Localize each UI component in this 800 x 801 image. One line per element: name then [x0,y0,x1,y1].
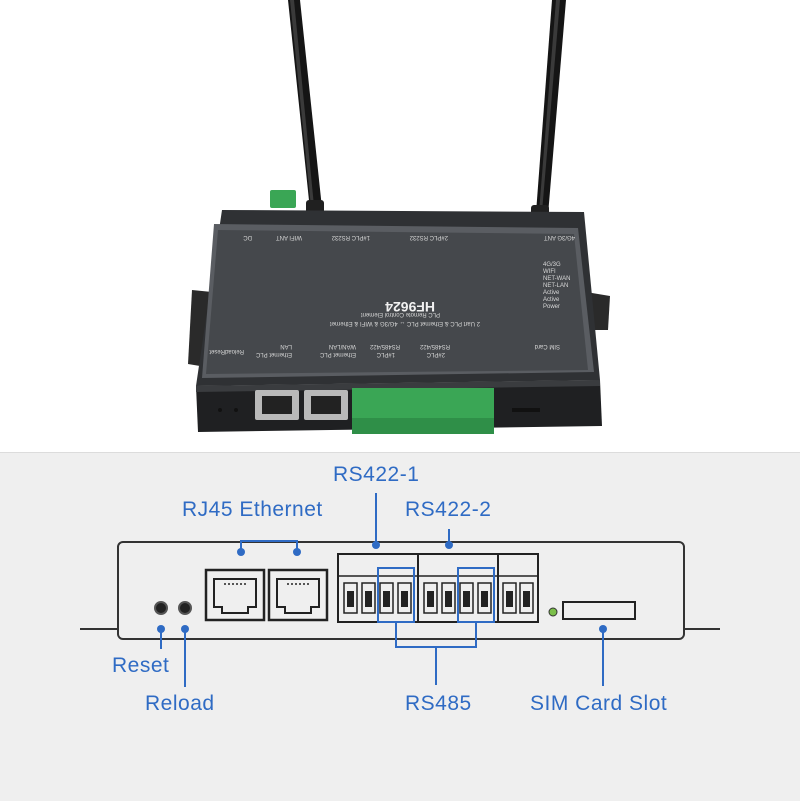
sim-card-slot [562,601,636,620]
rj45-callout-line [240,540,298,552]
diagram-svg [80,493,720,687]
top-panel-labels: 4G/3G ANT 2#PLC RS232 1#PLC RS232 WIFI A… [209,234,575,357]
front-panel-diagram: RS422-1 RJ45 Ethernet RS422-2 Reset Relo… [0,452,800,801]
left-antenna [288,0,324,218]
reload-label: Reload [145,692,215,715]
reset-hole [154,601,168,615]
rs422-2-label: RS422-2 [405,498,492,521]
callout-lines [160,493,604,687]
label-rs485-2: RS485/422 [419,343,450,349]
sim-card-slot-label: SIM Card Slot [530,692,668,715]
led-label: NET-LAN [543,283,568,289]
label-rs485-2-plc: 2#PLC [426,351,445,357]
terminal-block-power [497,553,539,623]
label-reset: Reset [209,348,225,354]
rj45-label: RJ45 Ethernet [182,498,323,521]
model-name: HF9624 [385,299,435,315]
label-rs232-2: 2#PLC RS232 [409,234,448,240]
device-front-outline [117,541,685,640]
label-dc: DC [243,234,252,240]
rj45-port-lan [204,568,266,622]
device-photo-svg: 4G/3G ANT 2#PLC RS232 1#PLC RS232 WIFI A… [188,0,610,434]
label-lan-plc: Ethernet PLC [255,351,292,357]
reload-hole [178,601,192,615]
rj45-port-wan [267,568,329,622]
led-label: Active [543,290,560,296]
led-label: Power [543,304,560,310]
status-led [548,607,558,617]
label-4g-ant: 4G/3G ANT [544,234,575,240]
rs422-1-label: RS422-1 [333,463,420,486]
reset-label: Reset [112,654,170,677]
photo-terminal-block [352,388,494,434]
led-label: WIFI [543,269,556,275]
rs485-label: RS485 [405,692,472,715]
label-wan-plc: Ethernet PLC [319,351,356,357]
dc-terminal [270,190,296,208]
label-wan-lan: WAN/LAN [329,343,356,349]
led-label: NET-WAN [543,276,570,282]
label-reload: Reload [225,348,244,354]
label-rs485-1: RS485/422 [369,343,400,349]
led-labels: 4G/3G WIFI NET-WAN NET-LAN Active Active… [543,262,570,310]
label-lan: LAN [280,343,292,349]
label-wifi-ant: WIFI ANT [276,234,302,240]
led-label: Active [543,297,560,303]
model-subtitle: PLC Remote Control Element [361,311,440,317]
photo-sim-slot [512,408,540,412]
right-antenna [531,0,566,223]
label-rs485-1-plc: 1#PLC [376,351,395,357]
device-photo: 4G/3G ANT 2#PLC RS232 1#PLC RS232 WIFI A… [188,0,610,434]
label-sim-card: SIM Card [535,343,560,349]
model-features: 2 Uart PLC & Ethernet PLC ↔ 4G/3G & WIFI… [330,320,480,326]
led-label: 4G/3G [543,262,561,268]
callout-dots [157,541,607,633]
label-rs232-1: 1#PLC RS232 [331,234,370,240]
